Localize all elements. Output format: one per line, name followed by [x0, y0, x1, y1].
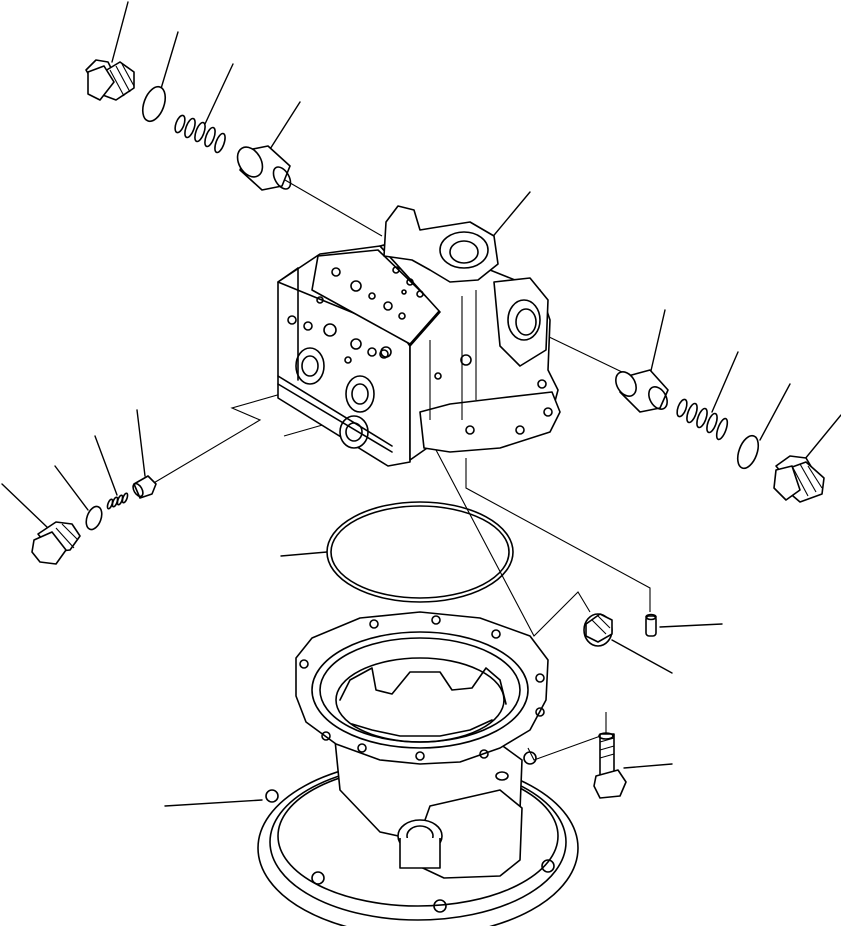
leader-right-spring — [711, 351, 739, 413]
leader-right-piston — [649, 309, 666, 376]
housing — [257, 611, 579, 926]
left-oring — [85, 505, 103, 531]
leader-right-plug — [799, 414, 841, 466]
valve-body — [277, 205, 561, 467]
leader-cap-screw — [623, 763, 673, 769]
axis-top-piston-to-body — [284, 179, 383, 237]
right-oring — [736, 434, 760, 470]
dowel-pin — [645, 613, 657, 637]
axis-body-to-right-piston — [544, 334, 623, 373]
cap-screw — [593, 732, 627, 799]
leader-top-oring — [159, 31, 179, 93]
left-pin — [132, 475, 157, 499]
leader-left-spring — [94, 435, 118, 496]
leader-left-plug — [1, 483, 49, 529]
leader-check-plug — [611, 639, 673, 674]
right-spring — [676, 398, 729, 441]
leader-left-pin — [136, 409, 146, 477]
leader-dowel-pin — [659, 623, 723, 628]
leader-left-oring — [54, 465, 89, 511]
left-plug — [31, 521, 81, 565]
top-spring — [174, 114, 226, 154]
leader-top-spring — [204, 63, 234, 125]
top-piston — [236, 145, 292, 191]
large-oring-inner — [330, 505, 510, 599]
top-plug — [85, 59, 135, 101]
axis-cap-screw — [527, 712, 607, 761]
leader-housing — [164, 799, 263, 807]
right-plug — [773, 455, 825, 503]
large-oring — [326, 501, 514, 603]
leader-large-oring — [280, 551, 328, 557]
check-plug — [583, 613, 613, 647]
leader-right-oring — [759, 383, 791, 441]
right-piston — [615, 369, 669, 413]
leader-top-plug — [111, 1, 129, 63]
left-spring — [106, 492, 129, 510]
axis-check-plug — [385, 354, 591, 637]
top-oring — [141, 85, 167, 123]
axis-dowel-pin — [465, 458, 651, 612]
leader-valve-body — [489, 191, 531, 241]
